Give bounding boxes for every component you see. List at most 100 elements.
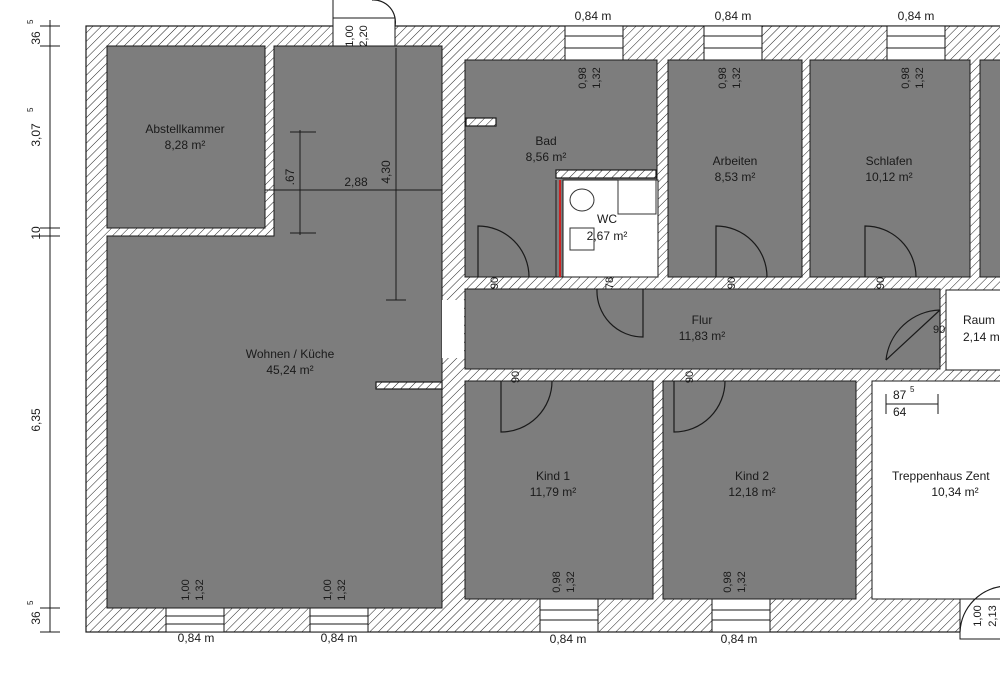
window	[165, 607, 225, 633]
dim-label: 64	[893, 405, 907, 419]
door-swing-schlafen	[864, 225, 917, 278]
window-label: 1,32	[194, 579, 206, 600]
stair-label: 2,13	[987, 605, 999, 626]
window-label: 1,00	[180, 579, 192, 600]
window-label: 1,32	[914, 67, 926, 88]
door-swing-raum	[885, 309, 941, 363]
room-area: 8,56 m²	[526, 150, 567, 164]
room-area: 10,12 m²	[865, 170, 912, 184]
entrance-label: 2,20	[358, 25, 370, 46]
door-width-label: 90	[510, 371, 522, 383]
left-dim-label: 10	[29, 226, 43, 240]
partition-wall	[555, 169, 657, 179]
entrance-label: 1,00	[344, 25, 356, 46]
left-dim-sup: 5	[26, 19, 35, 24]
left-dim-sup: 5	[26, 600, 35, 605]
room-name: Abstellkammer	[145, 122, 224, 136]
door-swing-kind-1	[500, 380, 553, 433]
room-name: Raum	[963, 313, 995, 327]
window-width-label: 0,84 m	[178, 631, 215, 645]
partition-wall	[375, 381, 443, 390]
dim-label-sup: 5	[910, 385, 915, 394]
window	[886, 25, 946, 61]
door-width-label: 90	[489, 277, 501, 289]
room-name: Treppenhaus Zent	[892, 469, 990, 483]
dim-label: 2,88	[344, 175, 368, 189]
stair-door-swing	[959, 586, 1000, 633]
window-label: 0,98	[722, 571, 734, 592]
room-name: Bad	[535, 134, 556, 148]
door-width-label: 90	[875, 277, 887, 289]
window-width-label: 0,84 m	[575, 9, 612, 23]
room-area: 2,14 m	[963, 330, 1000, 344]
window	[564, 25, 624, 61]
dim-label: 4,30	[379, 160, 393, 184]
left-dim-sup: 5	[26, 107, 35, 112]
window	[309, 607, 369, 633]
window-label: 1,32	[731, 67, 743, 88]
left-dim-label: 3,07	[29, 123, 43, 147]
room-arbeiten	[667, 59, 803, 278]
room-area: 11,79 m²	[530, 485, 576, 499]
window	[703, 25, 763, 61]
window-label: 1,32	[565, 571, 577, 592]
window-label: 1,32	[591, 67, 603, 88]
door-width-label: 90	[684, 371, 696, 383]
entrance-opening	[332, 17, 396, 47]
door-width-label: 90	[933, 324, 945, 336]
room-name: WC	[597, 212, 617, 226]
room-name: Schlafen	[866, 154, 913, 168]
room-kind-2	[662, 380, 857, 600]
room-area: 8,28 m²	[165, 138, 206, 152]
window-label: 0,98	[551, 571, 563, 592]
entrance-door-swing	[372, 0, 396, 27]
door-width-label: 78	[604, 277, 616, 289]
room-treppenhaus	[871, 380, 1000, 600]
stair-label: 1,00	[972, 605, 984, 626]
room-area: 11,83 m²	[679, 329, 725, 343]
window-width-label: 0,84 m	[715, 9, 752, 23]
room-area: 2,67 m²	[587, 229, 628, 243]
room-name: Arbeiten	[713, 154, 758, 168]
room-abstellkammer	[106, 45, 266, 229]
partition-wall	[465, 117, 497, 127]
door-swing-kind-2	[673, 380, 726, 433]
wc-cabinet	[617, 179, 657, 215]
window-width-label: 0,84 m	[550, 632, 587, 646]
window-label: 0,98	[577, 67, 589, 88]
door-swing-wc	[596, 288, 644, 338]
window-width-label: 0,84 m	[898, 9, 935, 23]
toilet	[569, 188, 595, 212]
room-area: 10,34 m²	[931, 485, 978, 499]
sink	[569, 227, 595, 251]
room-area: 12,18 m²	[728, 485, 775, 499]
window	[539, 598, 599, 633]
left-dim-label: 6,35	[29, 408, 43, 432]
window	[711, 598, 771, 633]
wall-opening	[442, 300, 464, 358]
window-label: 1,00	[322, 579, 334, 600]
window-width-label: 0,84 m	[321, 631, 358, 645]
door-swing-arbeiten	[715, 225, 768, 278]
room-raum	[945, 289, 1000, 371]
room-flur	[464, 288, 941, 370]
room-kind-1	[464, 380, 654, 600]
room-far-right	[979, 59, 1000, 278]
room-schlafen	[809, 59, 971, 278]
door-swing-raum-arc	[885, 309, 941, 361]
room-area: 45,24 m²	[266, 363, 313, 377]
window-width-label: 0,84 m	[721, 632, 758, 646]
left-dim-label: 36	[29, 31, 43, 45]
window-label: 0,98	[900, 67, 912, 88]
dim-label: 87	[893, 388, 907, 402]
window-label: 1,32	[336, 579, 348, 600]
left-dim-label: 36	[29, 611, 43, 625]
stair-opening	[959, 598, 1000, 640]
window-label: 0,98	[717, 67, 729, 88]
room-name: Kind 1	[536, 469, 570, 483]
room-area: 8,53 m²	[715, 170, 756, 184]
window-label: 1,32	[736, 571, 748, 592]
room-wohnen-kueche	[106, 45, 443, 609]
